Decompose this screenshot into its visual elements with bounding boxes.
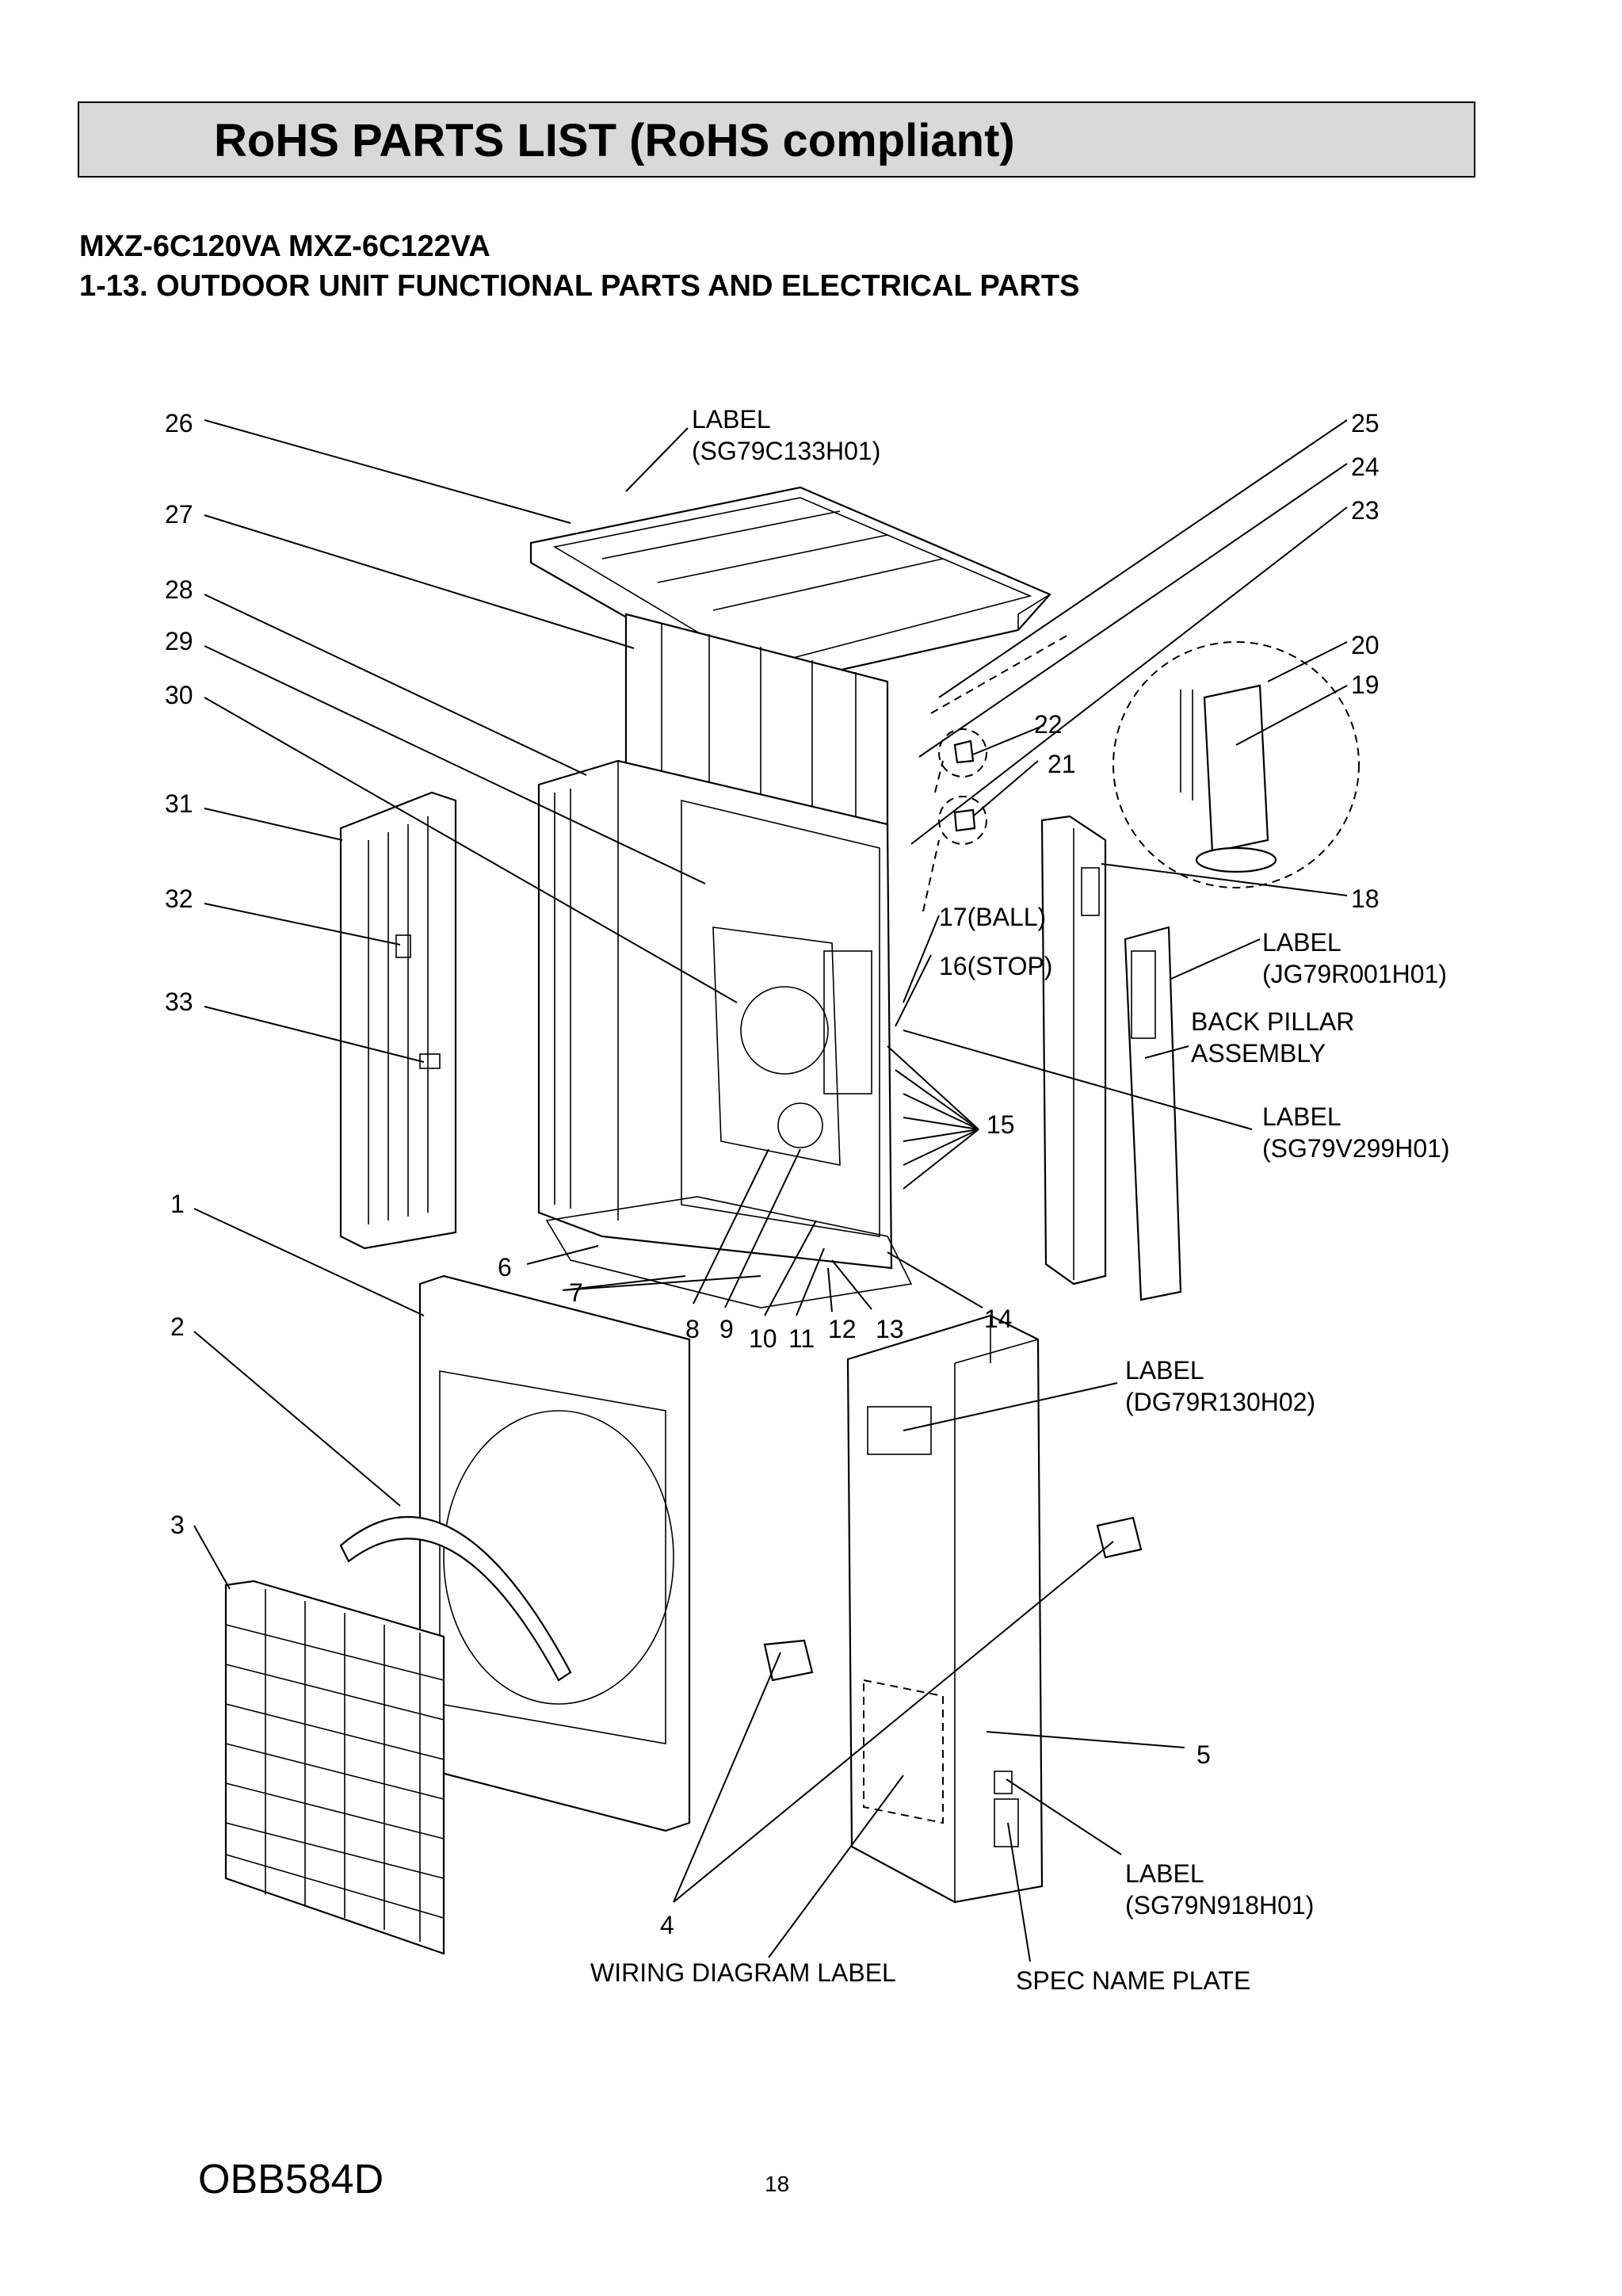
callout-4: 4 (660, 1911, 674, 1939)
callout-22: 22 (1034, 710, 1063, 739)
callout-3: 3 (170, 1511, 185, 1539)
callout-27: 27 (165, 500, 193, 529)
callout-9: 9 (719, 1315, 734, 1343)
callout-7: 7 (569, 1278, 583, 1307)
callout-25: 25 (1351, 409, 1380, 437)
callout-28: 28 (165, 575, 193, 604)
right-side-panel (846, 1314, 1044, 1904)
side-handles (763, 1516, 1143, 1682)
back-pillar-label-2: ASSEMBLY (1191, 1039, 1326, 1068)
callout-33: 33 (165, 988, 193, 1016)
callout-24: 24 (1351, 453, 1380, 481)
callout-numbers: 26 27 28 29 30 31 32 33 1 2 3 6 7 8 9 10… (165, 409, 1380, 1939)
top-label-code: (SG79C133H01) (692, 437, 880, 465)
title-box: RoHS PARTS LIST (RoHS compliant) (78, 101, 1475, 178)
callout-29: 29 (165, 627, 193, 655)
callout-5: 5 (1196, 1740, 1211, 1769)
valve-details (938, 728, 987, 845)
top-panel (529, 486, 1051, 691)
callout-11: 11 (788, 1324, 815, 1353)
front-grille (224, 1580, 445, 1955)
callout-15: 15 (987, 1110, 1015, 1139)
callout-6: 6 (498, 1253, 512, 1282)
callout-23: 23 (1351, 496, 1380, 525)
callout-17: 17(BALL) (939, 903, 1046, 931)
callout-32: 32 (165, 884, 193, 913)
callout-1: 1 (170, 1190, 185, 1218)
callout-30: 30 (165, 681, 193, 709)
jg-label-code: (JG79R001H01) (1262, 960, 1447, 988)
callout-20: 20 (1351, 631, 1380, 659)
callout-26: 26 (165, 409, 193, 437)
wiring-diagram-label: WIRING DIAGRAM LABEL (590, 1958, 896, 1987)
section-heading: 1-13. OUTDOOR UNIT FUNCTIONAL PARTS AND … (79, 269, 1080, 303)
sgv-label-title: LABEL (1262, 1102, 1341, 1131)
leader-lines (193, 419, 1348, 1962)
callout-18: 18 (1351, 884, 1380, 913)
page-title: RoHS PARTS LIST (RoHS compliant) (214, 115, 1015, 166)
sgn-label-code: (SG79N918H01) (1125, 1891, 1314, 1920)
top-label-title: LABEL (692, 405, 771, 434)
callout-31: 31 (165, 789, 193, 818)
callout-10: 10 (749, 1324, 777, 1353)
part-labels: LABEL (SG79C133H01) LABEL (JG79R001H01) … (590, 405, 1450, 1995)
jg-label-title: LABEL (1262, 928, 1341, 957)
dg-label-code: (DG79R130H02) (1125, 1388, 1315, 1416)
callout-8: 8 (685, 1315, 700, 1343)
callout-19: 19 (1351, 670, 1380, 699)
callout-13: 13 (876, 1315, 904, 1343)
unit-frame (537, 759, 913, 1308)
connection-lines-upper (922, 633, 1071, 912)
callout-14: 14 (984, 1305, 1013, 1333)
page-number: 18 (765, 2172, 790, 2196)
back-pillar-label-1: BACK PILLAR (1191, 1007, 1354, 1036)
document-code: OBB584D (198, 2157, 384, 2202)
dg-label-title: LABEL (1125, 1356, 1204, 1385)
callout-16: 16(STOP) (939, 952, 1052, 980)
callout-21: 21 (1048, 750, 1076, 778)
fan-guard-ring (339, 1516, 572, 1682)
sgv-label-code: (SG79V299H01) (1262, 1134, 1450, 1163)
compressor-detail (1113, 641, 1360, 888)
service-pillar (1040, 815, 1107, 1286)
left-side-grille (339, 791, 457, 1250)
callout-12: 12 (828, 1315, 857, 1343)
callout-2: 2 (170, 1312, 185, 1341)
sgn-label-title: LABEL (1125, 1859, 1204, 1888)
back-pillar (1124, 926, 1182, 1301)
model-numbers: MXZ-6C120VA MXZ-6C122VA (79, 230, 490, 263)
spec-name-plate-label: SPEC NAME PLATE (1016, 1966, 1250, 1995)
